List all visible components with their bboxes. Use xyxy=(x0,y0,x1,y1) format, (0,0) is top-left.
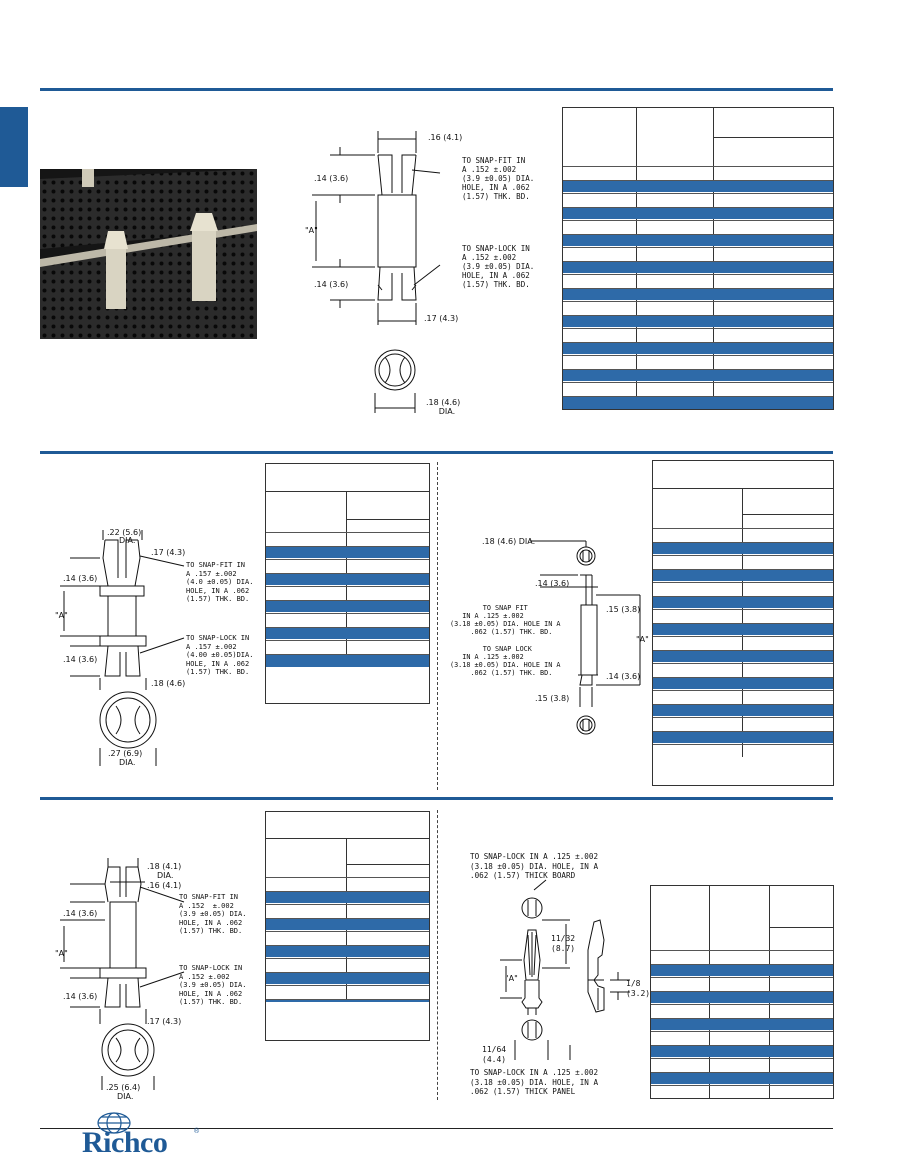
brand-reg-mark: ® xyxy=(194,1128,200,1135)
section3-left-drawing xyxy=(50,862,185,1092)
section-tab xyxy=(0,107,28,187)
s3r-spec-table xyxy=(650,885,834,1099)
s1-length: "A" xyxy=(305,226,318,235)
s3l-callout-lock: TO SNAP-LOCK IN A .152 ±.002 (3.9 ±0.05)… xyxy=(179,964,247,1006)
s3l-callout-fit: TO SNAP-FIT IN A .152 ±.002 (3.9 ±0.05) … xyxy=(179,893,247,935)
footer-rule xyxy=(40,1128,833,1129)
section2-left-drawing xyxy=(50,528,185,768)
s3l-spec-table xyxy=(265,811,430,1041)
richco-logo: Richco ® xyxy=(82,1124,200,1164)
s3r-dim-length: "A" xyxy=(505,974,518,983)
s3r-callout-bottom: TO SNAP-LOCK IN A .125 ±.002 (3.18 ±0.05… xyxy=(470,1068,599,1096)
s2l-spec-table xyxy=(265,463,430,704)
s3r-dim-side: 1/8 (3.2) xyxy=(626,979,651,998)
brand-name: Richco xyxy=(82,1126,168,1159)
s3l-flange-dia: .25 (6.4) xyxy=(106,1083,141,1092)
s2l-top-dia-label: DIA. xyxy=(119,536,136,545)
s2l-flange-dia-label: DIA. xyxy=(119,758,136,767)
s1-spec-table xyxy=(562,107,834,410)
top-rule xyxy=(40,88,833,91)
s3l-head-height: .14 (3.6) xyxy=(63,909,98,918)
s2l-top-width: .17 (4.3) xyxy=(151,548,186,557)
s2r-spec-table xyxy=(652,460,834,786)
product-photo xyxy=(40,169,257,339)
section1-drawing xyxy=(300,125,440,420)
s2l-length: "A" xyxy=(55,611,68,620)
s1-head-height: .14 (3.6) xyxy=(314,174,349,183)
s1-top-width: .16 (4.1) xyxy=(428,133,463,142)
section2-rule xyxy=(40,451,833,454)
s2r-length: "A" xyxy=(636,635,649,644)
section3-rule xyxy=(40,797,833,800)
s3r-dim-bottom: 11/64 (4.4) xyxy=(482,1045,507,1064)
s1-dia: .18 (4.6) DIA. xyxy=(426,398,461,416)
s2l-head-height: .14 (3.6) xyxy=(63,574,98,583)
section3-right-drawing xyxy=(470,880,640,1080)
s2l-top-dia: .22 (5.6) xyxy=(107,528,142,537)
s3l-top-dia: .18 (4.1) xyxy=(147,862,182,871)
s3l-top-dia-label: DIA. xyxy=(157,871,174,880)
s2l-flange-dia: .27 (6.9) xyxy=(108,749,143,758)
s1-callout-lock: TO SNAP-LOCK IN A .152 ±.002 (3.9 ±0.05)… xyxy=(462,244,535,289)
s2r-dia: .18 (4.6) DIA. xyxy=(482,537,536,546)
s2l-callout-fit: TO SNAP-FIT IN A .157 ±.002 (4.0 ±0.05) … xyxy=(186,561,254,603)
s2r-callout-lock: TO SNAP LOCK IN A .125 ±.002 (3.18 ±0.05… xyxy=(450,645,561,677)
s2r-top-side: .15 (3.8) xyxy=(606,605,641,614)
s1-callout-fit: TO SNAP-FIT IN A .152 ±.002 (3.9 ±0.05) … xyxy=(462,156,535,201)
s3r-dim-head: 11/32 (8.7) xyxy=(551,934,576,953)
section2-divider xyxy=(437,462,438,790)
s3l-top-width: .16 (4.1) xyxy=(147,881,182,890)
s2r-bottom-width: .15 (3.8) xyxy=(535,694,570,703)
s3l-length: "A" xyxy=(55,949,68,958)
s2l-foot-height: .14 (3.6) xyxy=(63,655,98,664)
s2r-callout-fit: TO SNAP FIT IN A .125 ±.002 (3.18 ±0.05)… xyxy=(450,604,561,636)
s3l-bottom-width: .17 (4.3) xyxy=(147,1017,182,1026)
s1-foot-height: .14 (3.6) xyxy=(314,280,349,289)
s2l-bottom-width: .18 (4.6) xyxy=(151,679,186,688)
section3-divider xyxy=(437,810,438,1100)
s2r-head-height: .14 (3.6) xyxy=(535,579,570,588)
s1-bottom-width: .17 (4.3) xyxy=(424,314,459,323)
s2r-bottom-side: .14 (3.6) xyxy=(606,672,641,681)
globe-icon xyxy=(96,1112,132,1134)
s3r-callout-top: TO SNAP-LOCK IN A .125 ±.002 (3.18 ±0.05… xyxy=(470,852,599,880)
s3l-flange-dia-label: DIA. xyxy=(117,1092,134,1101)
s3l-foot-height: .14 (3.6) xyxy=(63,992,98,1001)
s2l-callout-lock: TO SNAP-LOCK IN A .157 ±.002 (4.00 ±0.05… xyxy=(186,634,254,676)
section2-right-drawing xyxy=(530,535,640,760)
